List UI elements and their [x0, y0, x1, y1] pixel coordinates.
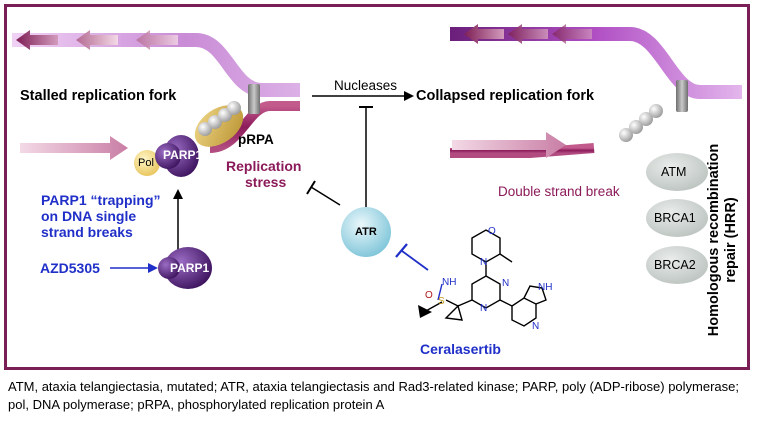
pcna-clamp: [676, 80, 688, 112]
parp1-free-label: PARP1: [170, 261, 210, 275]
collapsed-fork-label: Collapsed replication fork: [416, 88, 595, 104]
direction-arrow: [16, 30, 58, 50]
atom-n-pyridine: N: [532, 321, 540, 332]
atom-n-pyrimidine-2: N: [480, 303, 488, 314]
atm-label: ATM: [661, 165, 687, 179]
ceralasertib-inhibits-atr: [401, 250, 429, 271]
trapping-label-1: PARP1 “trapping”: [41, 192, 161, 208]
atr-inhibits-stress: [310, 186, 341, 206]
direction-arrow: [452, 132, 566, 158]
atom-nh-indole: NH: [538, 282, 553, 293]
pol-label: Pol: [138, 157, 154, 169]
brca1-label: BRCA1: [654, 211, 696, 225]
pcna-clamp: [248, 84, 260, 114]
hrr-label-line-2: repair (HRR): [723, 197, 739, 283]
direction-arrow: [76, 30, 118, 50]
atm-protein: [646, 153, 708, 191]
methyl-wedge: [418, 305, 432, 318]
parp1-fork-label: PARP1: [163, 148, 203, 162]
nucleases-label: Nucleases: [334, 78, 398, 93]
double-strand-break-label: Double strand break: [498, 184, 620, 199]
prpa-spheres: [198, 101, 241, 136]
stalled-fork-label: Stalled replication fork: [20, 88, 177, 104]
abbreviations-footnote: ATM, ataxia telangiectasia, mutated; ATR…: [8, 379, 740, 412]
atr-label: ATR: [355, 226, 377, 238]
atom-n-pyrimidine-1: N: [502, 278, 510, 289]
replication-stress-label-2: stress: [245, 174, 287, 190]
ceralasertib-label: Ceralasertib: [420, 341, 501, 357]
azd5305-label: AZD5305: [40, 260, 100, 276]
atom-o: O: [488, 226, 496, 237]
brca1-protein: [646, 199, 708, 237]
direction-arrow: [136, 30, 178, 50]
brca2-protein: [646, 246, 708, 284]
atom-o-sulfoximine: O: [425, 290, 433, 301]
trapping-label-3: strand breaks: [41, 224, 133, 240]
brca2-label: BRCA2: [654, 258, 696, 272]
atom-nh: NH: [442, 277, 457, 288]
parp1-lobe: [155, 143, 181, 169]
collapsed-fork-dna: [450, 24, 742, 158]
direction-arrow: [508, 24, 548, 44]
direction-arrow: [464, 24, 504, 44]
atom-n-morpholine: N: [480, 257, 488, 268]
atr-protein: [341, 207, 391, 257]
pol-protein: [134, 150, 160, 176]
hrr-label-line-1: Homologous recombination: [706, 143, 722, 337]
atom-s: S: [438, 296, 445, 307]
trapping-label-2: on DNA single: [41, 208, 137, 224]
direction-arrow: [552, 24, 592, 44]
prpa-label: pRPA: [238, 132, 274, 147]
direction-arrow: [20, 136, 128, 160]
collapsed-spheres: [619, 104, 663, 142]
parp1-free-protein: [164, 247, 212, 289]
diagram-frame: [4, 4, 750, 370]
replication-stress-label-1: Replication: [226, 158, 302, 174]
